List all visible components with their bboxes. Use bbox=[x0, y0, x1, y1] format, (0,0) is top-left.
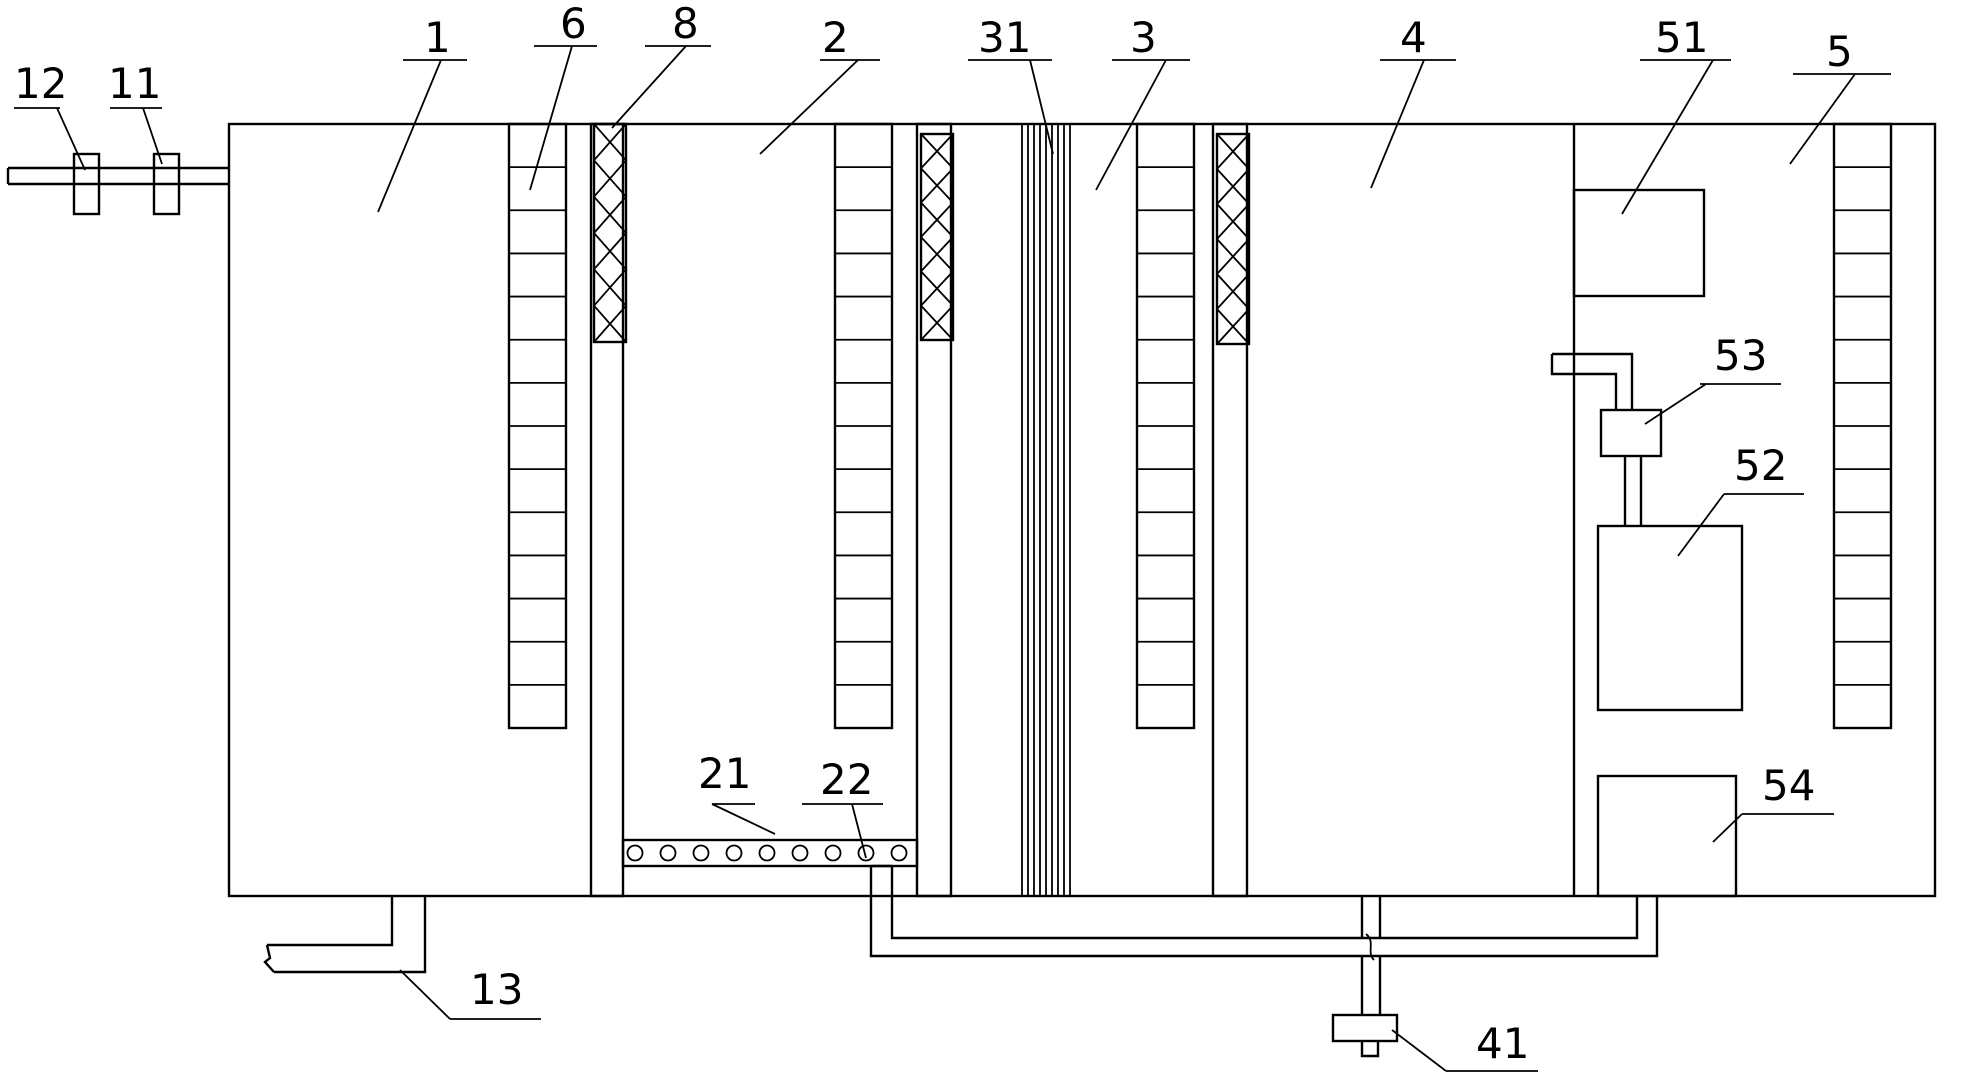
label-21: 21 bbox=[698, 749, 751, 798]
aeration-hole bbox=[791, 844, 809, 862]
mesh-cross bbox=[593, 123, 627, 343]
valve-53 bbox=[1599, 408, 1663, 458]
partition-1-2 bbox=[589, 122, 625, 898]
aeration-pipe-body bbox=[621, 838, 919, 868]
unit-51 bbox=[1572, 188, 1706, 298]
label-8: 8 bbox=[672, 0, 699, 48]
valve-41 bbox=[1331, 1013, 1399, 1043]
mesh-screen-chamber-3 bbox=[1215, 132, 1251, 346]
aeration-pipe bbox=[621, 838, 919, 868]
label-22: 22 bbox=[820, 755, 873, 804]
tank-body bbox=[227, 122, 1937, 898]
filler-ladder-chamber-5 bbox=[1832, 122, 1893, 730]
label-1: 1 bbox=[424, 13, 451, 62]
aeration-hole bbox=[692, 844, 710, 862]
filler-ladder-chamber-3 bbox=[1135, 122, 1196, 730]
label-5: 5 bbox=[1826, 27, 1853, 76]
aeration-hole bbox=[890, 844, 908, 862]
inlet-pipe bbox=[6, 166, 229, 186]
drop-pipe-41 bbox=[1360, 896, 1382, 1015]
valve-11 bbox=[152, 152, 181, 216]
label-51: 51 bbox=[1655, 13, 1708, 62]
partition-2-3 bbox=[915, 122, 953, 898]
filler-ladder-chamber-2 bbox=[833, 122, 894, 730]
valve-12 bbox=[72, 152, 101, 216]
aeration-hole bbox=[626, 844, 644, 862]
label-53: 53 bbox=[1714, 331, 1767, 380]
mesh-frame bbox=[919, 132, 955, 342]
mesh-cross bbox=[920, 133, 954, 341]
membrane-stack bbox=[1021, 124, 1071, 896]
mesh-frame bbox=[1215, 132, 1251, 346]
unit-54 bbox=[1596, 774, 1738, 898]
label-52: 52 bbox=[1734, 441, 1787, 490]
unit-52 bbox=[1596, 524, 1744, 712]
label-3: 3 bbox=[1130, 13, 1157, 62]
outlet-pipe-13 bbox=[263, 896, 427, 974]
label-6: 6 bbox=[560, 0, 587, 48]
pipe-break bbox=[1365, 933, 1375, 961]
pipe-53 bbox=[1550, 352, 1634, 410]
label-11: 11 bbox=[108, 59, 161, 108]
label-31: 31 bbox=[978, 13, 1031, 62]
label-12: 12 bbox=[14, 59, 67, 108]
mesh-cross bbox=[1216, 133, 1250, 345]
pipe-53-52 bbox=[1623, 456, 1643, 526]
aeration-hole bbox=[659, 844, 677, 862]
aeration-hole bbox=[824, 844, 842, 862]
mesh-screen-chamber-1 bbox=[592, 122, 628, 344]
label-2: 2 bbox=[822, 13, 849, 62]
label-13: 13 bbox=[470, 965, 523, 1014]
label-54: 54 bbox=[1762, 761, 1815, 810]
bottom-pipe bbox=[869, 864, 1659, 958]
valve-41-stem bbox=[1360, 1041, 1380, 1058]
label-41: 41 bbox=[1476, 1019, 1529, 1068]
leader-lines bbox=[14, 45, 1891, 1072]
filler-ladder-chamber-1 bbox=[507, 122, 568, 730]
mesh-frame bbox=[592, 122, 628, 344]
aeration-hole bbox=[725, 844, 743, 862]
aeration-hole bbox=[857, 844, 875, 862]
label-4: 4 bbox=[1400, 13, 1427, 62]
partition-3-4 bbox=[1211, 122, 1249, 898]
aeration-hole bbox=[758, 844, 776, 862]
mesh-screen-chamber-2 bbox=[919, 132, 955, 342]
